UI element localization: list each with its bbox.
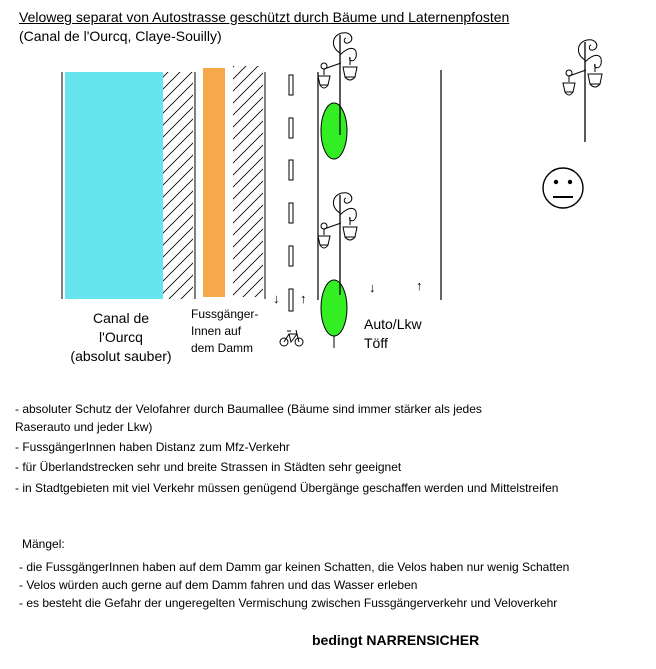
page-title: Veloweg separat von Autostrasse geschütz… [19, 9, 510, 25]
bike-lane-border-hatch [233, 66, 263, 297]
page-subtitle: (Canal de l'Ourcq, Claye-Souilly) [19, 28, 222, 44]
canal-embankment-hatch [163, 72, 193, 299]
deficits-list: - die FussgängerInnen haben auf dem Damm… [19, 558, 569, 612]
neutral-face-icon [542, 167, 584, 209]
list-item: Raserauto und jeder Lkw) [15, 420, 153, 434]
list-item: - absoluter Schutz der Velofahrer durch … [15, 402, 482, 416]
traffic-label: Auto/Lkw Töff [364, 316, 422, 351]
list-item: - Velos würden auch gerne auf dem Damm f… [19, 578, 418, 592]
advantages-list: - absoluter Schutz der Velofahrer durch … [15, 400, 558, 497]
pedestrian-label: Fussgänger- Innen auf dem Damm [191, 307, 259, 355]
street-lamp-icon [562, 39, 603, 142]
arrow-down-bike-lane: ↓ [273, 291, 280, 306]
list-item: - die FussgängerInnen haben auf dem Damm… [19, 560, 570, 574]
arrow-up-road: ↑ [416, 278, 423, 293]
arrow-up-bike-lane: ↑ [300, 291, 307, 306]
tree-icon [320, 279, 348, 337]
bike-lane-center-markings [288, 74, 294, 312]
canal-label: Canal de l'Ourcq (absolut sauber) [70, 310, 172, 364]
bicycle-icon [279, 329, 304, 347]
verdict: bedingt NARRENSICHER [312, 632, 480, 648]
canal-water [65, 72, 163, 299]
street-lamp-icon [317, 192, 358, 295]
pedestrian-dam [203, 68, 225, 297]
list-item: - FussgängerInnen haben Distanz zum Mfz-… [15, 440, 290, 454]
list-item: - in Stadtgebieten mit viel Verkehr müss… [15, 481, 559, 495]
list-item: - es besteht die Gefahr der ungeregelten… [19, 596, 558, 610]
tree-icon [320, 102, 348, 160]
list-item: - für Überlandstrecken sehr und breite S… [15, 460, 402, 474]
deficits-heading: Mängel: [22, 537, 65, 551]
arrow-down-road: ↓ [369, 280, 376, 295]
